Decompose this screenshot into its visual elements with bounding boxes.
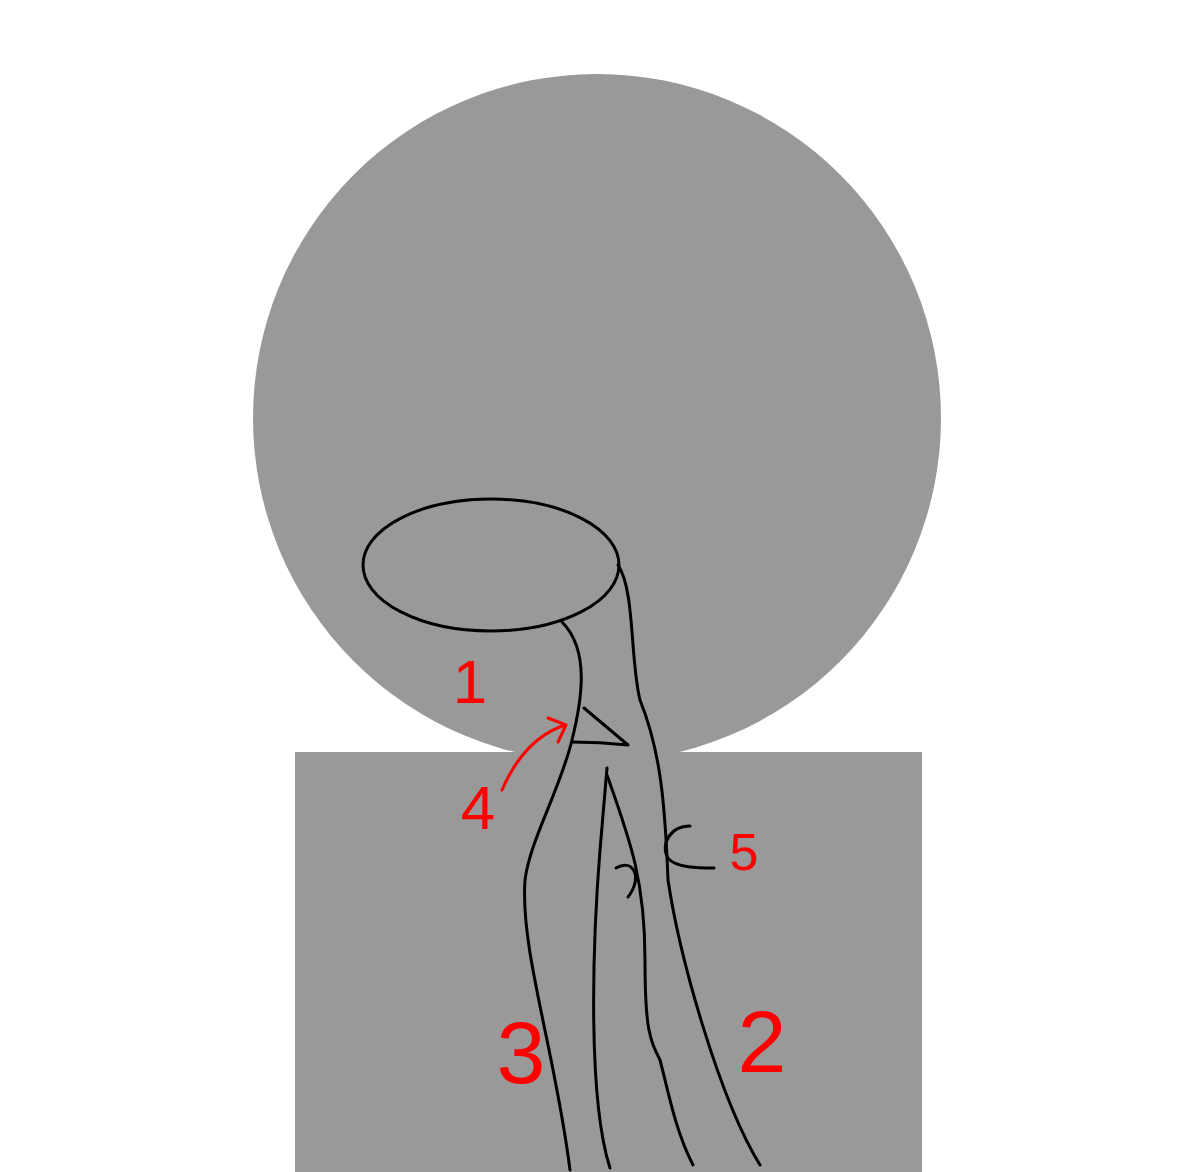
small-mark xyxy=(616,865,636,897)
oral-cavity xyxy=(363,499,619,631)
bracket-mark xyxy=(665,826,714,868)
callout-number: 3 xyxy=(497,1009,546,1097)
callout-number: 1 xyxy=(453,651,487,713)
callout-number: 4 xyxy=(461,777,495,839)
leader-arrow xyxy=(502,725,565,790)
head-shape xyxy=(253,74,941,762)
inner-wall xyxy=(607,775,693,1165)
callout-number: 5 xyxy=(730,826,759,878)
arrow-head xyxy=(548,718,566,742)
torso-shape xyxy=(295,752,922,1172)
inner-wall xyxy=(594,768,610,1168)
epiglottis xyxy=(572,708,628,745)
callout-number: 2 xyxy=(738,998,787,1086)
